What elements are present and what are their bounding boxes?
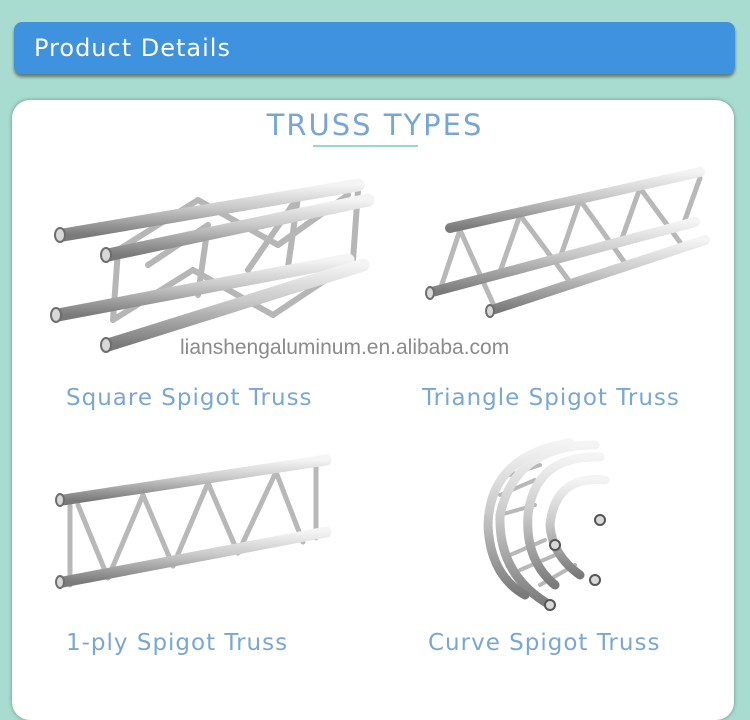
curve-truss-image [483, 438, 610, 611]
square-truss-caption: Square Spigot Truss [66, 385, 313, 411]
title-underline [313, 145, 418, 147]
one-ply-truss-image [55, 454, 332, 589]
watermark-text: lianshengaluminum.en.alibaba.com [180, 336, 510, 359]
one-ply-truss-caption: 1-ply Spigot Truss [66, 630, 289, 656]
triangle-truss-caption: Triangle Spigot Truss [422, 385, 680, 411]
header-title: Product Details [34, 34, 231, 62]
product-details-header: Product Details [14, 22, 735, 74]
section-title: TRUSS TYPES [266, 108, 484, 142]
curve-truss-caption: Curve Spigot Truss [428, 630, 661, 656]
square-truss-image [50, 178, 375, 353]
triangle-truss-image [425, 167, 710, 318]
